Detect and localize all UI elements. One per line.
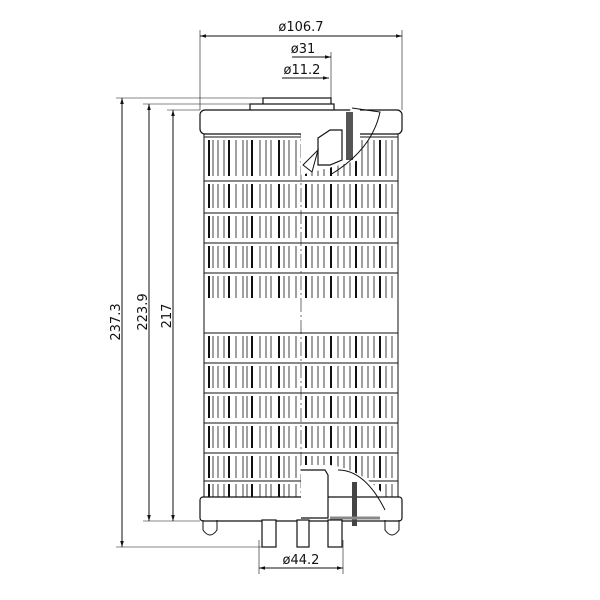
dimension-bottom-diameter: ø44.2 bbox=[258, 540, 344, 574]
pleat-row bbox=[204, 212, 398, 238]
top-seal bbox=[346, 112, 353, 160]
dimension-inner-diameter: ø31 bbox=[291, 42, 332, 100]
label-inner-diameter: ø31 bbox=[291, 42, 316, 57]
label-media-height: 217 bbox=[160, 304, 175, 329]
dimension-height-to-cap: 223.9 bbox=[136, 103, 250, 522]
bottom-valve-section bbox=[301, 469, 329, 519]
dimension-hole-diameter: ø11.2 bbox=[282, 63, 329, 80]
dimension-overall-height: 237.3 bbox=[109, 97, 263, 548]
pleat-row bbox=[204, 272, 398, 298]
label-bottom-diameter: ø44.2 bbox=[283, 553, 320, 568]
label-outer-diameter: ø106.7 bbox=[278, 20, 323, 35]
label-height-to-cap: 223.9 bbox=[136, 293, 151, 330]
label-hole-diameter: ø11.2 bbox=[284, 63, 321, 78]
bottom-bolt bbox=[352, 482, 357, 526]
pleat-row bbox=[204, 362, 398, 388]
pleat-row bbox=[204, 422, 398, 448]
pleat-row bbox=[204, 180, 398, 208]
dimension-media-height: 217 bbox=[160, 109, 200, 521]
top-valve-section bbox=[317, 129, 343, 166]
top-end-cap bbox=[199, 97, 403, 176]
dimension-outer-diameter: ø106.7 bbox=[199, 20, 403, 110]
label-overall-height: 237.3 bbox=[109, 303, 124, 340]
bottom-end-cap bbox=[199, 465, 403, 548]
